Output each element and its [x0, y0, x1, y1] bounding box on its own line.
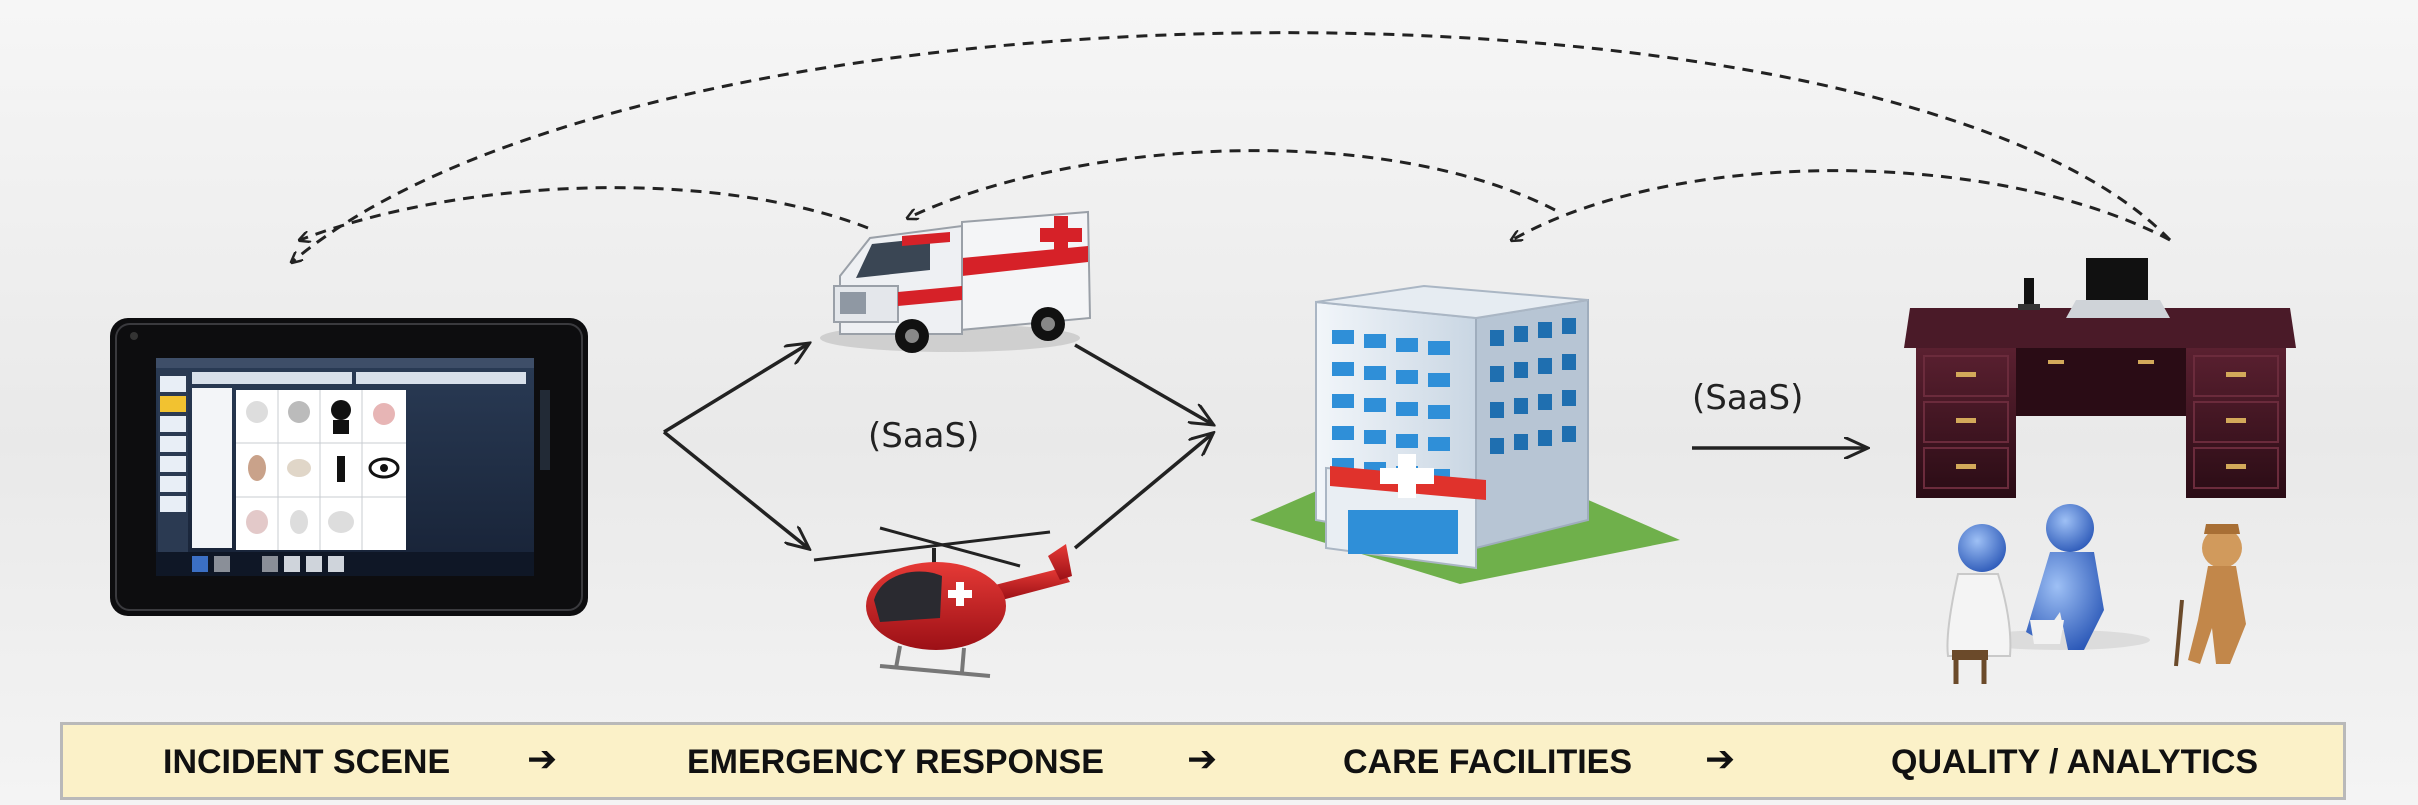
stage-arrow-1: ➔ — [527, 739, 558, 780]
ambulance-icon — [820, 210, 1092, 353]
flow-arrows — [662, 343, 1866, 550]
feedback-arrow-hospital-to-ambulance — [908, 149, 1556, 218]
stage-incident-scene: INCIDENT SCENE — [163, 743, 451, 781]
stage-emergency-response: EMERGENCY RESPONSE — [687, 743, 1104, 781]
stage-bar: INCIDENT SCENE ➔ EMERGENCY RESPONSE ➔ CA… — [60, 722, 2346, 800]
hospital-building-icon — [1250, 284, 1680, 584]
feedback-arrow-analytics-to-incident — [292, 31, 2172, 262]
feedback-arrow-ambulance-to-incident — [300, 186, 869, 240]
tablet-device-icon — [110, 318, 588, 616]
arrow-tablet-to-ambulance — [663, 344, 808, 434]
feedback-arrow-analytics-to-hospital — [1512, 169, 2171, 240]
feedback-arrows — [292, 31, 2172, 262]
helicopter-icon — [813, 526, 1072, 678]
patient-care-figures-icon — [1946, 504, 2246, 684]
saas-label-right: (SaaS) — [1692, 378, 1804, 418]
saas-label-left: (SaaS) — [868, 416, 980, 456]
stage-care-facilities: CARE FACILITIES — [1343, 743, 1633, 781]
arrow-ambulance-to-hospital — [1074, 343, 1212, 424]
stage-arrow-2: ➔ — [1187, 739, 1218, 780]
arrow-helicopter-to-hospital — [1073, 434, 1212, 550]
stage-arrow-3: ➔ — [1705, 739, 1736, 780]
stage-quality-analytics: QUALITY / ANALYTICS — [1891, 743, 2259, 781]
office-desk-icon — [1904, 258, 2296, 498]
arrow-tablet-to-helicopter — [662, 430, 808, 548]
